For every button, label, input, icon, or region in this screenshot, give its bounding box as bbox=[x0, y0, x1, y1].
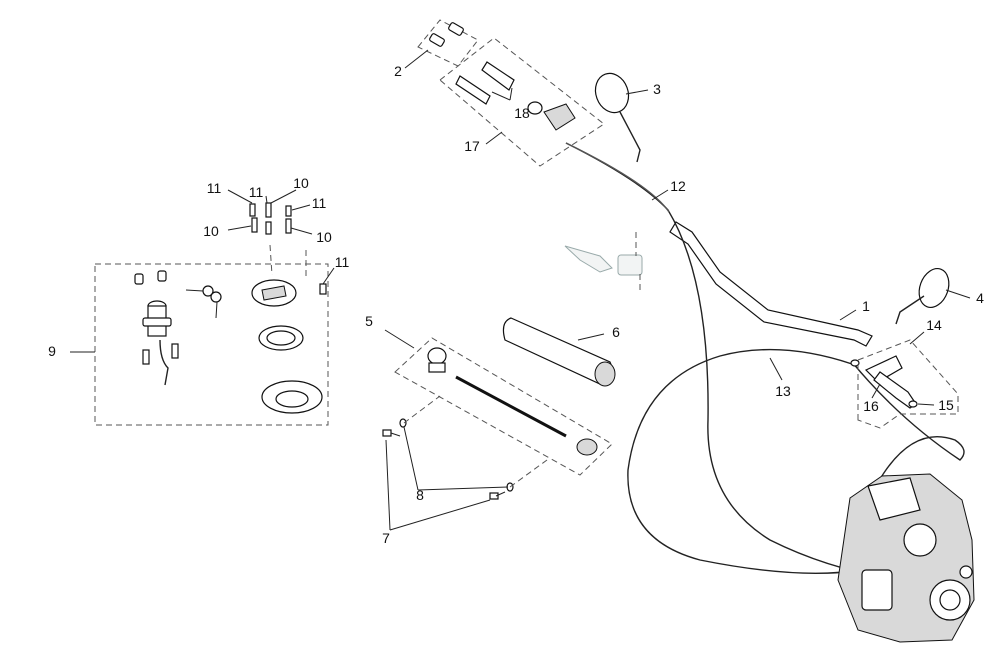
group-9-box bbox=[94, 263, 329, 426]
group-2-bar-ends bbox=[404, 19, 479, 69]
label-part-13: 13 bbox=[775, 383, 791, 399]
part-4-right-mirror bbox=[895, 268, 971, 325]
pins-10-11 bbox=[227, 189, 335, 295]
group-17-grips-throttle bbox=[439, 37, 605, 167]
label-part-4: 4 bbox=[976, 290, 984, 306]
label-part-14: 14 bbox=[926, 317, 942, 333]
label-part-10-c: 10 bbox=[316, 229, 332, 245]
callout-labels: 1 2 3 4 5 6 7 8 9 10 10 10 11 11 11 11 1… bbox=[48, 63, 984, 546]
label-part-15: 15 bbox=[938, 397, 954, 413]
label-part-9: 9 bbox=[48, 343, 56, 359]
part-13-cable bbox=[627, 348, 965, 575]
label-part-10-a: 10 bbox=[293, 175, 309, 191]
part-3-left-mirror bbox=[594, 72, 649, 163]
label-part-5: 5 bbox=[365, 313, 373, 329]
label-part-6: 6 bbox=[612, 324, 620, 340]
label-part-16: 16 bbox=[863, 398, 879, 414]
label-part-2: 2 bbox=[394, 63, 402, 79]
label-part-11-a: 11 bbox=[207, 180, 222, 196]
group-14-lever-assembly bbox=[857, 331, 959, 429]
part-12-cable bbox=[565, 142, 901, 581]
label-part-1: 1 bbox=[862, 298, 870, 314]
group-5-crossbar-mount bbox=[382, 329, 613, 531]
part-6-bar-pad bbox=[502, 317, 616, 387]
label-part-3: 3 bbox=[653, 81, 661, 97]
label-part-18: 18 bbox=[514, 105, 530, 121]
label-part-12: 12 bbox=[670, 178, 686, 194]
engine-block bbox=[837, 473, 975, 643]
label-part-11-b: 11 bbox=[249, 184, 264, 200]
part-1-handlebar bbox=[669, 221, 873, 347]
ghost-lever-assembly bbox=[564, 232, 643, 290]
group-9-fuel-cap-ignition bbox=[70, 244, 329, 426]
label-part-7: 7 bbox=[382, 530, 390, 546]
label-part-17: 17 bbox=[464, 138, 480, 154]
label-part-11-c: 11 bbox=[312, 195, 327, 211]
label-part-10-b: 10 bbox=[203, 223, 219, 239]
label-part-8: 8 bbox=[416, 487, 424, 503]
label-part-11-d: 11 bbox=[335, 254, 350, 270]
